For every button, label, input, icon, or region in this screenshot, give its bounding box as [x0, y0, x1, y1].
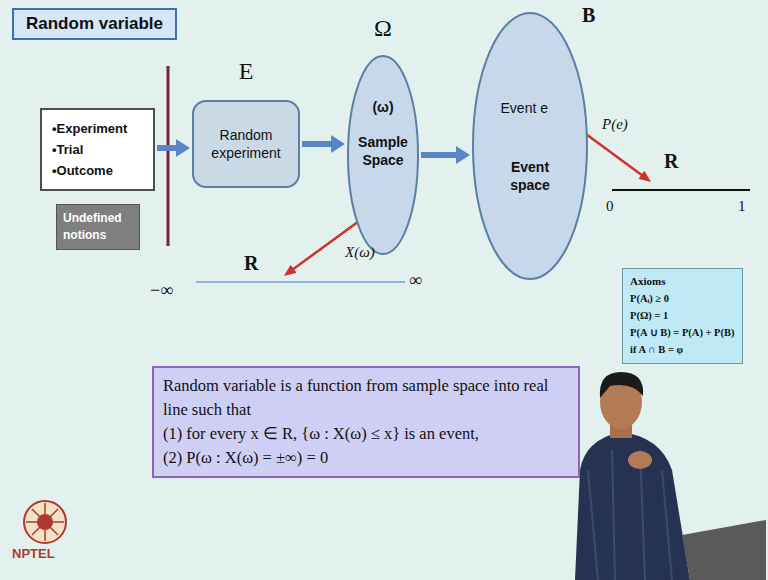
axis-tick: 1 [738, 198, 746, 215]
presenter-hair [600, 372, 643, 398]
function-label: X(ω) [345, 244, 375, 261]
axis-name: R [244, 252, 258, 275]
box-text: Random experiment [200, 126, 292, 162]
ellipse-shape [473, 13, 587, 279]
note-box: Undefined notions [56, 204, 140, 250]
axiom-line: P(Ω) = 1 [630, 307, 735, 324]
presenter-figure [575, 372, 766, 580]
set-symbol: Ω [347, 15, 419, 42]
nptel-logo [24, 501, 66, 543]
axiom-line: P(Aᵢ) ≥ 0 [630, 290, 735, 307]
concept-box: •Experiment•Trial•Outcome [40, 108, 155, 191]
presenter-shirt [575, 432, 690, 580]
definition-text: (2) P(ω : X(ω) = ±∞) = 0 [163, 446, 569, 470]
axis-name: R [664, 150, 678, 173]
axioms-box: AxiomsP(Aᵢ) ≥ 0P(Ω) = 1P(A ∪ B) = P(A) +… [622, 268, 743, 364]
ellipse-shape [348, 56, 418, 254]
ellipse-text: Sample Space [351, 133, 415, 169]
flow-arrow [157, 145, 180, 151]
function-label: P(e) [602, 116, 628, 133]
logo-ring [24, 501, 66, 543]
definition-box: Random variable is a function from sampl… [152, 366, 580, 478]
axiom-line: if A ∩ B = φ [630, 341, 735, 358]
flow-arrow [421, 152, 460, 158]
unit-interval-line [612, 189, 750, 191]
sample-space-ellipse: Ω(ω)Sample Space [347, 55, 419, 255]
bullet-item: •Outcome [52, 160, 143, 181]
real-line [196, 281, 405, 283]
event-space-ellipse: BEvent eEvent space [472, 12, 588, 280]
axis-tick: −∞ [150, 280, 173, 301]
definition-text: (1) for every x ∈ R, {ω : X(ω) ≤ x} is a… [163, 422, 569, 446]
element-symbol: (ω) [347, 99, 419, 115]
shirt-stripes [588, 450, 672, 580]
process-box: ERandom experiment [192, 100, 300, 188]
presenter-hand [628, 451, 652, 469]
ellipse-text: Event space [500, 158, 560, 194]
event-text: Event e [501, 100, 548, 116]
ellipse-outline [472, 12, 588, 280]
box-heading: Axioms [630, 273, 735, 290]
axis-tick: 0 [606, 198, 614, 215]
slide-title: Random variable [12, 8, 177, 40]
logo-text: NPTEL [12, 546, 55, 561]
set-symbol: B [582, 4, 595, 27]
definition-text: Random variable is a function from sampl… [163, 374, 569, 422]
set-symbol: E [194, 58, 298, 85]
laptop [682, 520, 766, 580]
divider-line [167, 66, 170, 246]
flow-arrow [302, 141, 335, 147]
axis-tick: ∞ [409, 270, 422, 291]
axiom-line: P(A ∪ B) = P(A) + P(B) [630, 324, 735, 341]
logo-spokes [26, 503, 64, 541]
note-text: Undefined notions [63, 210, 133, 244]
bullet-item: •Trial [52, 139, 143, 160]
bullet-item: •Experiment [52, 118, 143, 139]
